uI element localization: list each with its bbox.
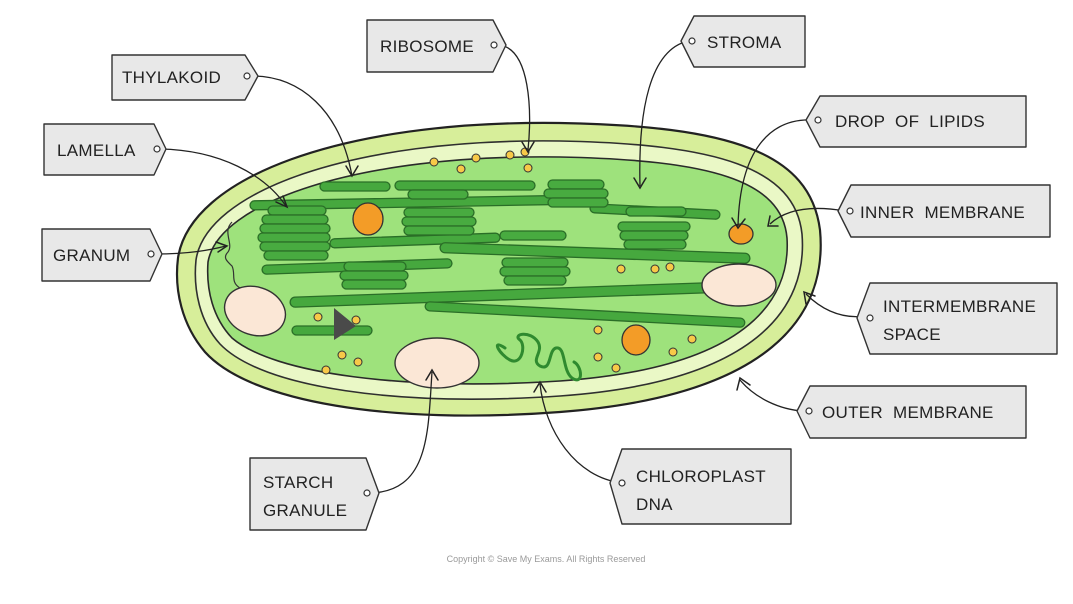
leader-thylakoid	[251, 75, 353, 177]
arrowheads	[215, 141, 816, 393]
label-chloroplast-dna-line2: DNA	[636, 495, 673, 514]
starch-granules	[223, 263, 777, 389]
leader-ribosome	[499, 44, 531, 151]
label-ribosome: RIBOSOME	[380, 37, 474, 56]
granum-bracket	[224, 221, 241, 289]
label-thylakoid: THYLAKOID	[122, 68, 221, 87]
cursor-arrow-icon	[334, 308, 356, 340]
leader-stroma	[639, 40, 689, 187]
tag-ribosome	[366, 19, 507, 73]
starch-granule	[223, 285, 287, 337]
lipid-droplet	[621, 324, 651, 356]
label-lamella: LAMELLA	[57, 141, 136, 160]
label-intermembrane-space-line1: INTERMEMBRANE	[883, 297, 1036, 316]
label-text: THYLAKOID RIBOSOME STROMA DROP OF LIPIDS…	[53, 33, 1036, 520]
lamella	[439, 242, 751, 264]
lipid-droplets	[352, 202, 754, 356]
leader-lamella	[159, 148, 287, 207]
tag-drop-of-lipids	[805, 95, 1027, 148]
granum	[499, 230, 571, 286]
label-starch-granule-line1: STARCH	[263, 473, 333, 492]
label-tags	[41, 15, 1058, 531]
tag-starch-granule	[249, 457, 380, 531]
leader-chloroplast-dna	[539, 383, 624, 484]
granum	[401, 189, 477, 236]
tag-granum	[41, 228, 163, 282]
lamella	[319, 181, 391, 192]
leader-lines	[154, 40, 869, 494]
tag-inner-membrane	[837, 184, 1051, 238]
grana	[257, 179, 691, 290]
granum	[543, 179, 609, 208]
copyright-notice: Copyright © Save My Exams. All Rights Re…	[447, 554, 646, 564]
granum	[257, 205, 331, 261]
leader-drop-of-lipids	[737, 119, 814, 227]
lipid-droplet	[352, 202, 384, 236]
tag-holes	[147, 37, 874, 497]
tag-thylakoid	[111, 54, 259, 101]
tag-outer-membrane	[796, 385, 1027, 439]
granum	[339, 261, 409, 290]
lamella	[424, 301, 746, 328]
label-granum: GRANUM	[53, 246, 130, 265]
label-chloroplast-dna-line1: CHLOROPLAST	[636, 467, 766, 486]
lipid-droplet	[728, 223, 754, 245]
label-intermembrane-space-line2: SPACE	[883, 325, 941, 344]
tag-chloroplast-dna	[609, 448, 792, 525]
chloroplast-dna	[495, 332, 582, 382]
label-drop-of-lipids: DROP OF LIPIDS	[835, 112, 985, 131]
starch-granule	[701, 263, 777, 307]
starch-granule	[394, 337, 480, 389]
leader-starch-granule	[371, 371, 433, 494]
label-outer-membrane: OUTER MEMBRANE	[822, 403, 994, 422]
lamella	[291, 325, 373, 336]
leader-inner-membrane	[769, 207, 846, 225]
leader-granum	[154, 245, 227, 255]
label-inner-membrane: INNER MEMBRANE	[860, 203, 1025, 222]
tag-lamella	[43, 123, 167, 176]
label-starch-granule-line2: GRANULE	[263, 501, 347, 520]
tag-stroma	[680, 15, 806, 68]
granum	[617, 206, 691, 250]
label-stroma: STROMA	[707, 33, 782, 52]
lamella	[394, 180, 536, 191]
tag-intermembrane-space	[856, 282, 1058, 355]
